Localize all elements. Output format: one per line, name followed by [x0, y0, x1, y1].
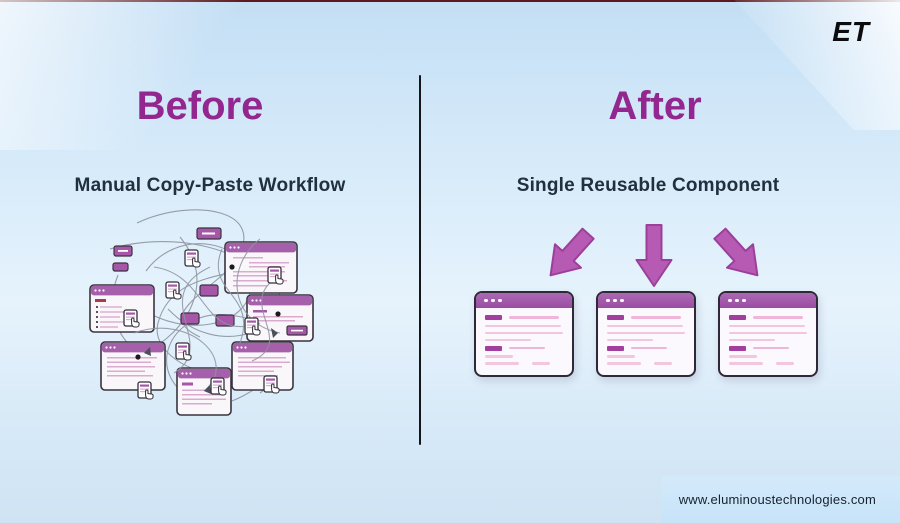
document-icon — [267, 266, 284, 285]
component-instances — [474, 291, 818, 377]
connector-arrowheads — [144, 328, 278, 394]
after-title: After — [608, 84, 702, 128]
center-divider — [419, 75, 421, 445]
arrow-down-left-icon — [549, 227, 595, 277]
document-icon — [165, 281, 182, 300]
arrow-down-icon — [635, 224, 673, 287]
window-dot-icon — [491, 298, 495, 303]
browser-window — [596, 291, 696, 377]
document-cursor-icons — [123, 249, 284, 400]
browser-window — [89, 284, 155, 333]
browser-window — [246, 294, 314, 342]
arrow-down-right-icon — [713, 227, 759, 277]
before-title: Before — [136, 84, 264, 128]
window-content — [720, 308, 816, 372]
top-edge-accent — [0, 0, 900, 2]
browser-window — [224, 241, 298, 294]
browser-window — [474, 291, 574, 377]
window-dot-icon — [728, 298, 732, 303]
connector-dots — [135, 264, 281, 360]
tangle-lines-over — [133, 238, 281, 392]
mini-chips — [112, 227, 235, 327]
document-icon — [210, 377, 227, 396]
document-icon — [184, 249, 201, 268]
document-icon — [123, 309, 140, 328]
window-titlebar — [476, 293, 572, 308]
brand-logo: ET — [832, 16, 870, 47]
window-content — [476, 308, 572, 372]
window-dot-icon — [620, 298, 624, 303]
window-dot-icon — [613, 298, 617, 303]
browser-window — [231, 341, 294, 391]
website-url: www.eluminoustechnologies.com — [678, 492, 876, 507]
after-subtitle: Single Reusable Component — [516, 175, 780, 196]
window-dot-icon — [498, 298, 502, 303]
document-icon — [137, 381, 154, 400]
browser-window — [718, 291, 818, 377]
document-icon — [175, 342, 192, 361]
document-icon — [244, 317, 261, 336]
window-dot-icon — [735, 298, 739, 303]
window-dot-icon — [742, 298, 746, 303]
document-icon — [263, 375, 280, 394]
window-dot-icon — [606, 298, 610, 303]
window-titlebar — [598, 293, 694, 308]
window-titlebar — [720, 293, 816, 308]
distribution-arrows — [533, 222, 775, 290]
window-dot-icon — [484, 298, 488, 303]
before-subtitle: Manual Copy-Paste Workflow — [74, 175, 346, 196]
tangled-workflow-illustration — [89, 209, 314, 416]
browser-window — [100, 341, 166, 391]
footer-band — [662, 476, 900, 523]
window-content — [598, 308, 694, 372]
